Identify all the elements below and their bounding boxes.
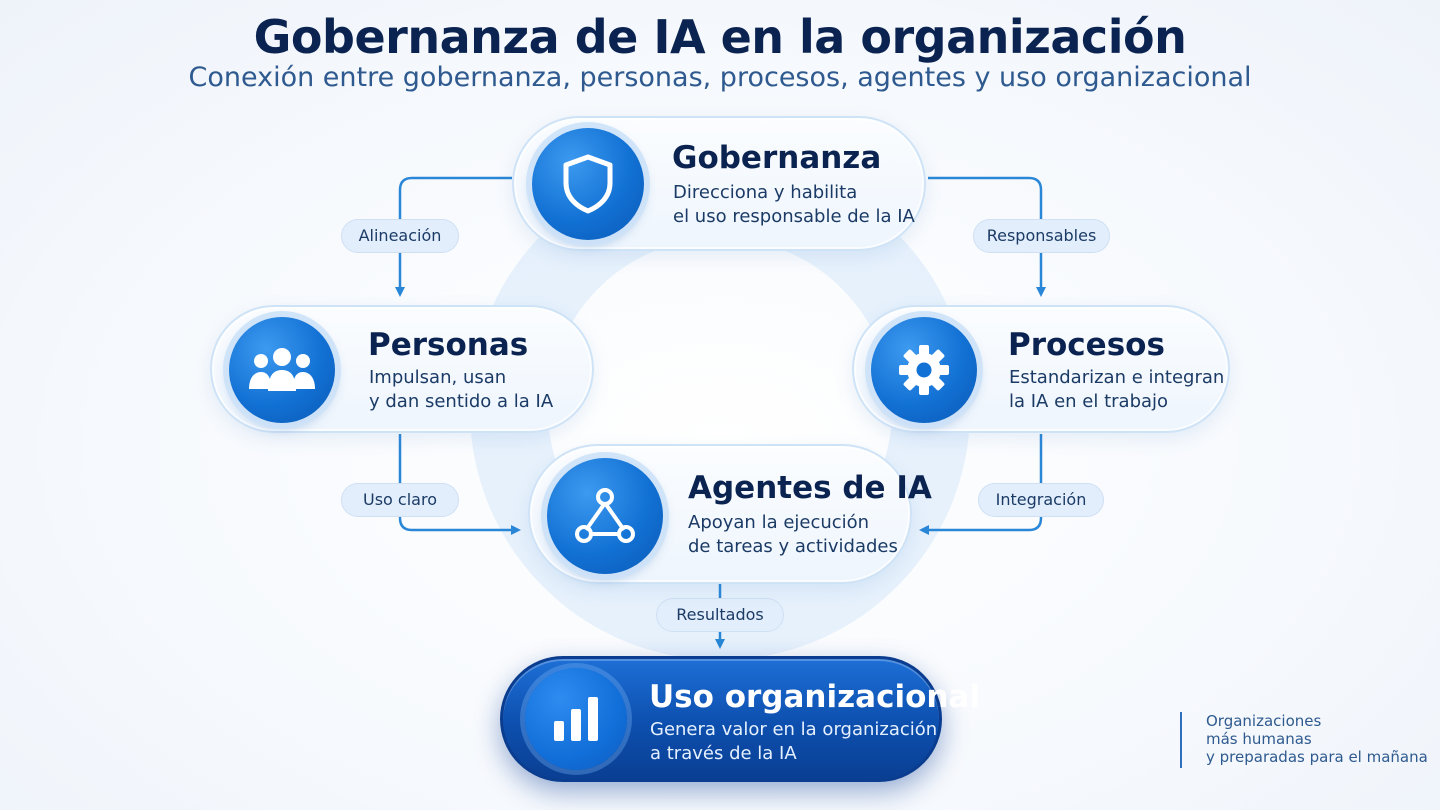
pill-responsables: Responsables bbox=[973, 219, 1110, 253]
node-procesos: Procesos Estandarizan e integran la IA e… bbox=[852, 305, 1230, 433]
footer-line1: Organizaciones bbox=[1206, 712, 1322, 730]
uso-desc-line1: Genera valor en la organización bbox=[650, 719, 938, 740]
uso-icon-circle bbox=[525, 668, 627, 770]
agentes-desc-line1: Apoyan la ejecución bbox=[688, 512, 870, 533]
connector-gobernanza-procesos bbox=[928, 176, 1046, 297]
gobernanza-desc-line2: el uso responsable de la IA bbox=[673, 206, 915, 227]
footer-line3: y preparadas para el mañana bbox=[1206, 748, 1428, 766]
personas-icon-circle bbox=[229, 317, 335, 423]
node-gobernanza: Gobernanza Direcciona y habilita el uso … bbox=[512, 116, 926, 251]
network-icon bbox=[575, 488, 635, 543]
pill-uso-claro: Uso claro bbox=[341, 483, 459, 517]
node-agentes: Agentes de IA Apoyan la ejecución de tar… bbox=[528, 444, 932, 584]
personas-desc-line1: Impulsan, usan bbox=[369, 367, 507, 388]
gobernanza-desc-line1: Direcciona y habilita bbox=[673, 182, 858, 203]
pill-integracion: Integración bbox=[978, 483, 1104, 517]
pill-alineacion: Alineación bbox=[341, 219, 459, 253]
connector-procesos-agentes bbox=[919, 434, 1043, 535]
agentes-icon-circle bbox=[547, 458, 663, 574]
procesos-icon-circle bbox=[871, 317, 977, 423]
people-icon bbox=[249, 348, 315, 391]
gobernanza-icon-circle bbox=[532, 128, 644, 240]
agentes-desc-line2: de tareas y actividades bbox=[688, 536, 898, 557]
footer-line2: más humanas bbox=[1206, 730, 1312, 748]
procesos-title: Procesos bbox=[1008, 327, 1165, 363]
node-personas: Personas Impulsan, usan y dan sentido a … bbox=[210, 305, 594, 433]
personas-desc-line2: y dan sentido a la IA bbox=[369, 391, 554, 412]
page-subtitle: Conexión entre gobernanza, personas, pro… bbox=[188, 62, 1252, 93]
procesos-desc-line1: Estandarizan e integran bbox=[1009, 367, 1225, 388]
procesos-desc-line2: la IA en el trabajo bbox=[1009, 391, 1169, 412]
uso-desc-line2: a través de la IA bbox=[650, 743, 797, 764]
personas-title: Personas bbox=[368, 327, 529, 363]
footer-tagline: Organizaciones más humanas y preparadas … bbox=[1180, 712, 1428, 768]
bar-chart-icon bbox=[554, 697, 598, 741]
agentes-title: Agentes de IA bbox=[688, 470, 932, 506]
uso-title: Uso organizacional bbox=[649, 679, 980, 715]
connector-personas-agentes bbox=[398, 434, 521, 535]
page-title: Gobernanza de IA en la organización bbox=[253, 10, 1187, 64]
node-uso-organizacional: Uso organizacional Genera valor en la or… bbox=[500, 656, 980, 782]
gear-icon bbox=[899, 345, 949, 395]
pill-resultados: Resultados bbox=[656, 598, 784, 632]
shield-icon bbox=[563, 154, 613, 214]
connector-gobernanza-personas bbox=[395, 176, 512, 297]
gobernanza-title: Gobernanza bbox=[672, 140, 882, 176]
